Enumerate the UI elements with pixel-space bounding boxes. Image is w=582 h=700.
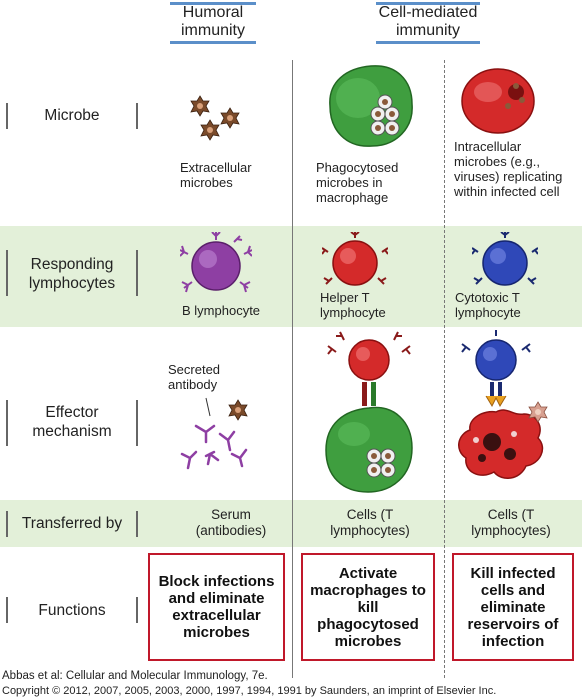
caption-helper-t: Helper T lymphocyte: [320, 290, 386, 320]
row-bracket-microbe: [6, 103, 138, 129]
column-divider-dashed: [444, 60, 445, 678]
header-humoral-text: Humoral immunity: [180, 4, 245, 39]
transferred-helper: Cells (T lymphocytes): [330, 507, 410, 538]
caption-b-lymphocyte: B lymphocyte: [182, 303, 261, 318]
function-helper: Activate macrophages to kill phagocytose…: [301, 553, 435, 661]
antibody-icon: [180, 397, 248, 470]
macrophage-icon: [329, 65, 413, 147]
row-label-functions: Functions: [38, 602, 106, 619]
infected-cell-icon: [461, 68, 535, 134]
row-label-responding: Responding lymphocytes: [28, 256, 116, 292]
row-label-transferred: Transferred by: [21, 515, 123, 532]
b-lymphocyte-icon: [180, 232, 252, 293]
row-label-effector: Effector mechanism: [32, 404, 112, 440]
transferred-humoral: Serum (antibodies): [195, 507, 267, 538]
row-bracket-responding: [6, 250, 138, 296]
row-bracket-effector: [6, 400, 138, 446]
helper-t-icon: [322, 232, 388, 286]
row-label-microbe: Microbe: [44, 107, 100, 124]
caption-cytotoxic-t: Cytotoxic T lymphocyte: [455, 290, 521, 320]
cytotoxic-effector-icon: [458, 330, 548, 479]
transferred-band: [0, 500, 582, 547]
microbe-icon: [190, 95, 240, 141]
helper-effector-icon: [325, 331, 413, 493]
caption-extracellular: Extracellular microbes: [180, 160, 252, 190]
header-humoral: Humoral immunity: [170, 2, 256, 44]
cytotoxic-t-icon: [472, 232, 538, 286]
row-bracket-functions: [6, 597, 138, 623]
credit-line-1: Abbas et al: Cellular and Molecular Immu…: [2, 670, 268, 682]
column-divider-solid: [292, 60, 293, 678]
responding-band: [0, 226, 582, 327]
header-cell-mediated: Cell-mediated immunity: [376, 2, 480, 44]
caption-intracellular: Intracellular microbes (e.g., viruses) r…: [454, 139, 563, 199]
row-bracket-transferred: [6, 511, 138, 537]
credit-line-2: Copyright © 2012, 2007, 2005, 2003, 2000…: [2, 685, 497, 697]
header-cell-mediated-text: Cell-mediated immunity: [378, 4, 478, 39]
caption-phagocytosed: Phagocytosed microbes in macrophage: [316, 160, 399, 205]
caption-secreted-antibody: Secreted antibody: [168, 362, 221, 392]
function-humoral: Block infections and eliminate extracell…: [148, 553, 285, 661]
transferred-cytotoxic: Cells (T lymphocytes): [471, 507, 551, 538]
function-cytotoxic: Kill infected cells and eliminate reserv…: [452, 553, 574, 661]
